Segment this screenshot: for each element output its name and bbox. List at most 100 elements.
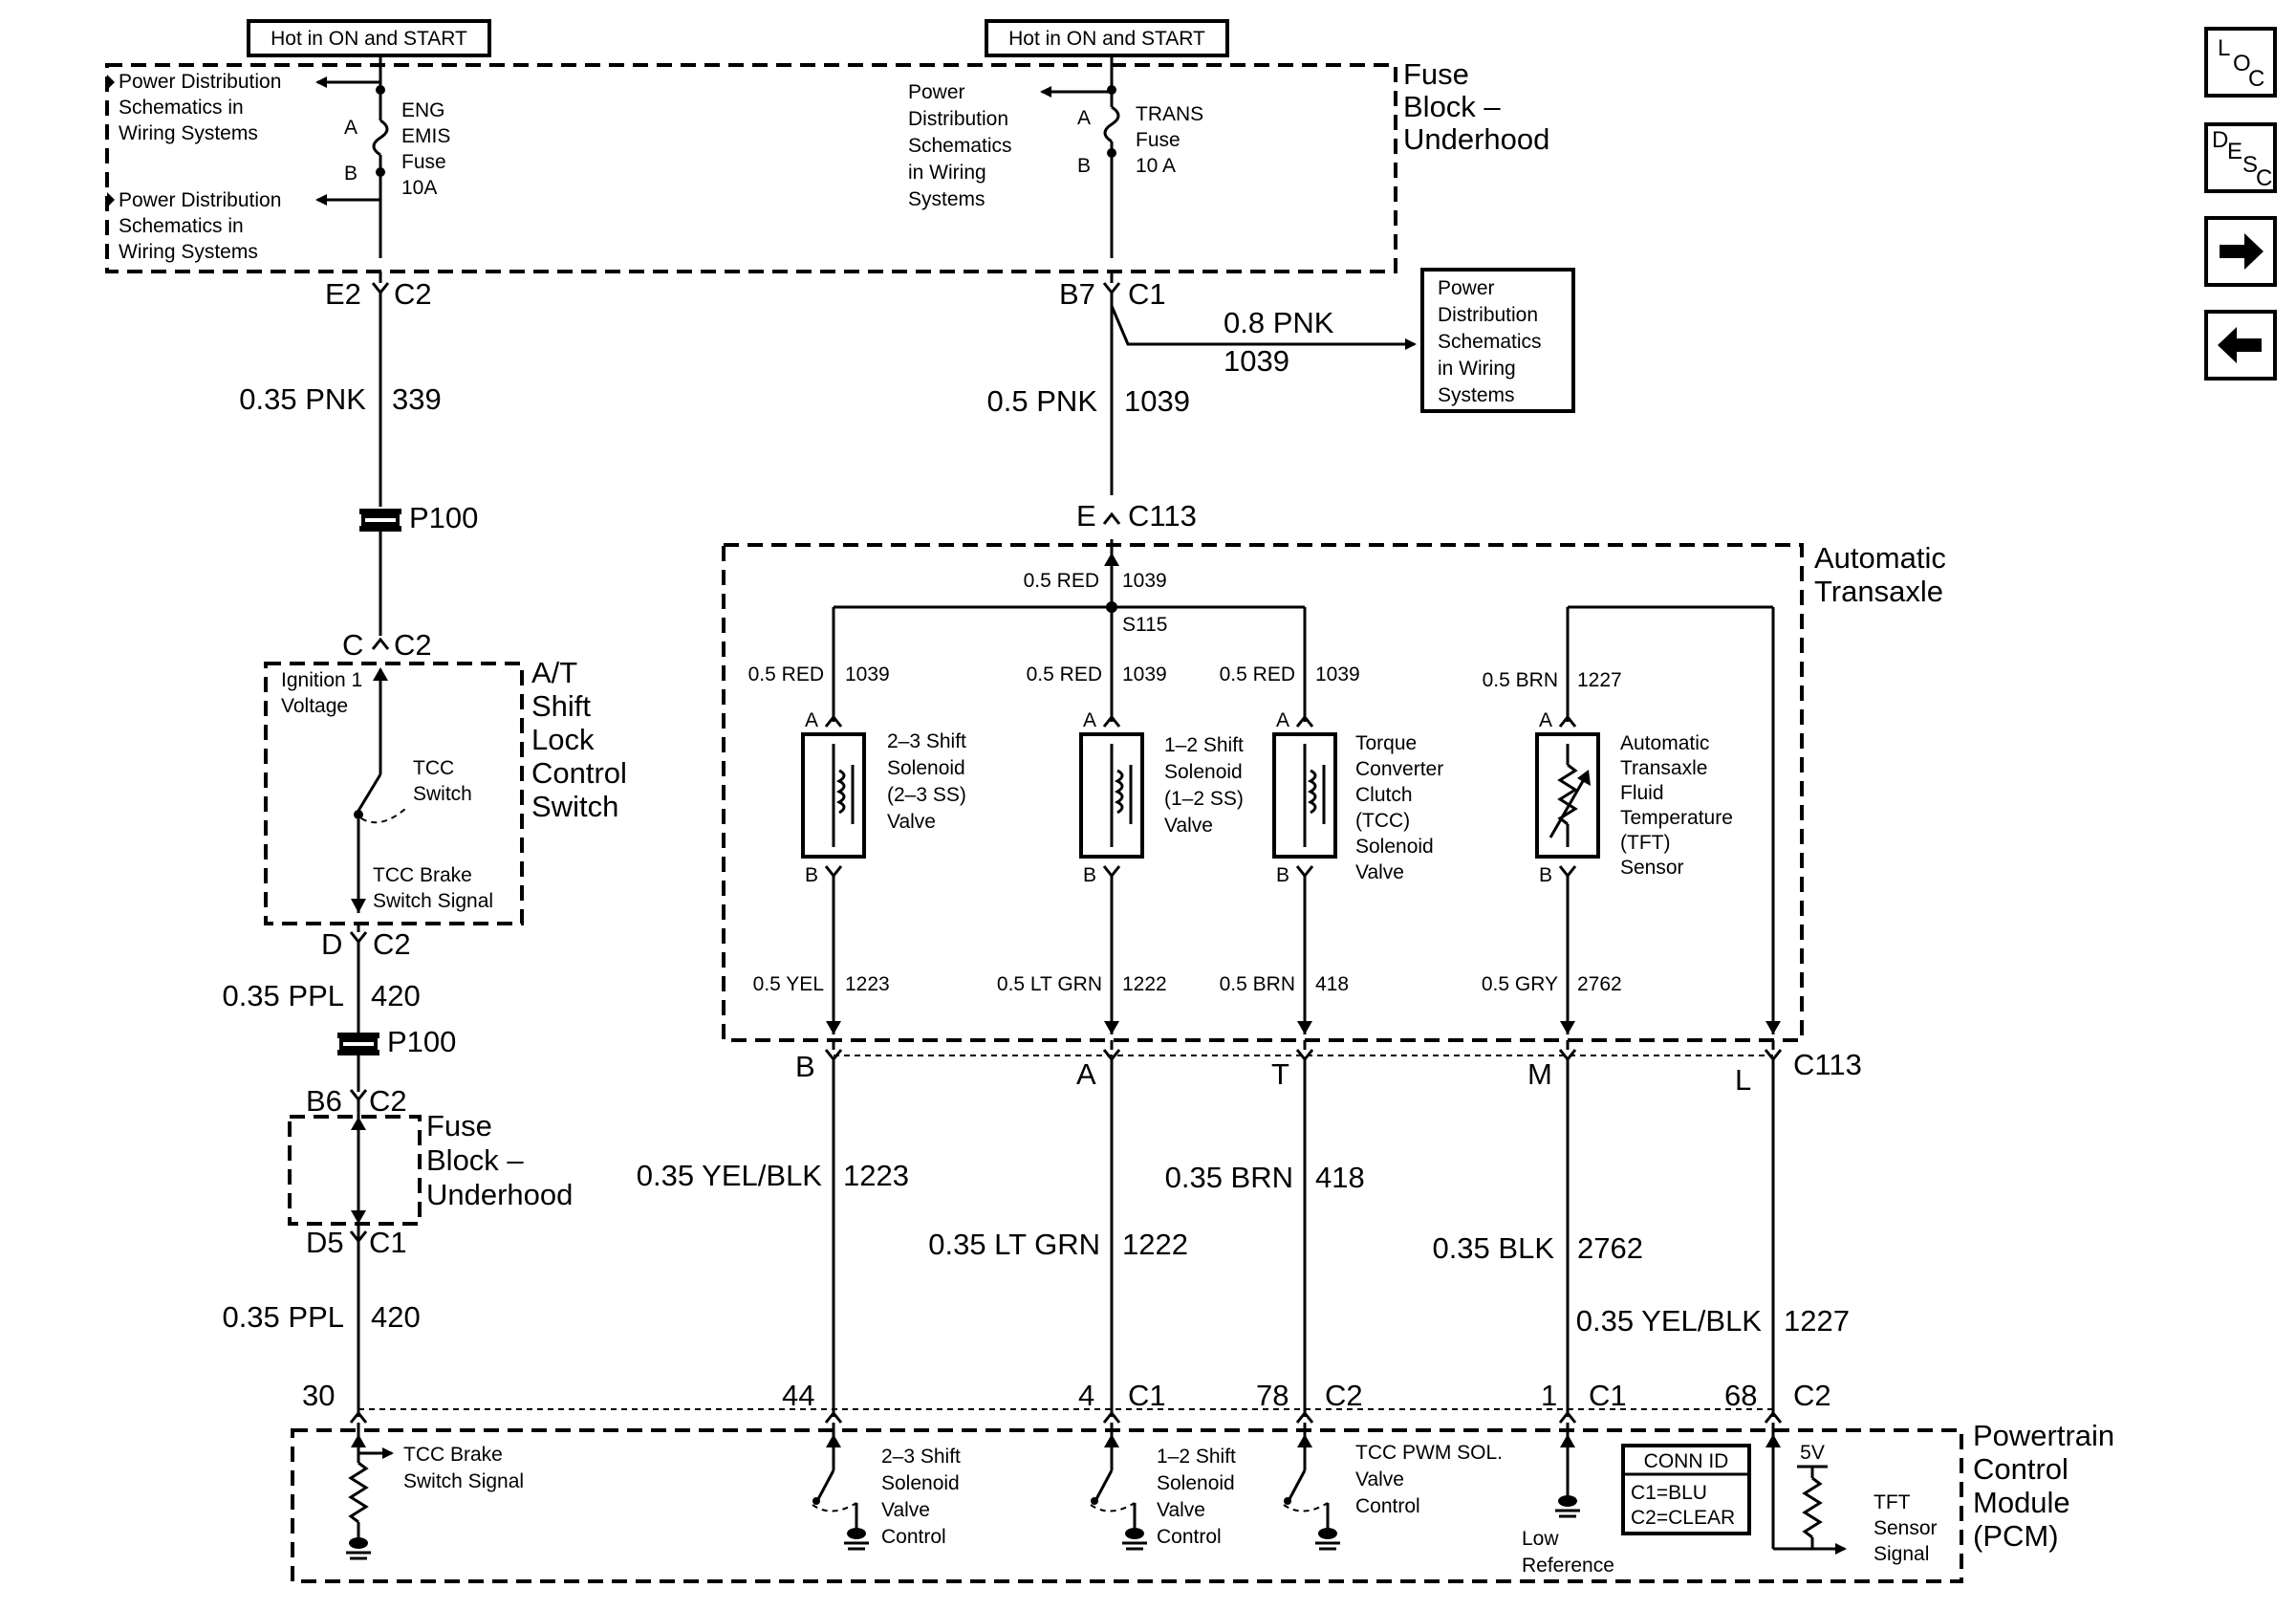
wire-1039-main-circuit: 1039 xyxy=(1124,384,1190,418)
wire-420-b-circuit: 420 xyxy=(371,1300,421,1334)
hot-label-left: Hot in ON and START xyxy=(247,19,491,57)
svg-text:C1: C1 xyxy=(369,1226,407,1259)
svg-text:O: O xyxy=(2233,51,2251,76)
svg-text:0.5 GRY: 0.5 GRY xyxy=(1482,973,1558,995)
wire-1039-branch-color: 0.8 PNK xyxy=(1224,306,1334,339)
svg-text:1223: 1223 xyxy=(845,973,890,995)
svg-text:68: 68 xyxy=(1724,1379,1757,1412)
svg-text:B: B xyxy=(1083,864,1096,886)
svg-text:CONN ID: CONN ID xyxy=(1644,1450,1729,1472)
hot-label-right: Hot in ON and START xyxy=(985,19,1229,57)
svg-text:C: C xyxy=(342,628,363,662)
svg-text:A: A xyxy=(1076,1057,1096,1091)
pcm-box xyxy=(291,1428,1963,1583)
svg-text:1: 1 xyxy=(1541,1379,1557,1412)
svg-text:B: B xyxy=(344,163,357,185)
svg-text:Hot in ON and START: Hot in ON and START xyxy=(271,28,467,50)
svg-text:C2=CLEAR: C2=CLEAR xyxy=(1631,1507,1735,1529)
svg-text:C2: C2 xyxy=(373,927,411,961)
svg-text:C1: C1 xyxy=(1128,277,1166,311)
svg-text:P100: P100 xyxy=(387,1025,456,1058)
splice-p100-1: P100 xyxy=(359,501,478,534)
svg-text:C2: C2 xyxy=(394,628,432,662)
svg-text:C2: C2 xyxy=(369,1084,407,1118)
svg-text:C113: C113 xyxy=(1128,499,1197,533)
at-shift-lock-box xyxy=(264,662,524,925)
svg-text:1223: 1223 xyxy=(843,1159,909,1192)
svg-text:0.35 YEL/BLK: 0.35 YEL/BLK xyxy=(637,1159,823,1192)
svg-text:0.5 YEL: 0.5 YEL xyxy=(753,973,824,995)
svg-text:1222: 1222 xyxy=(1122,1228,1188,1261)
svg-text:44: 44 xyxy=(782,1379,814,1412)
svg-text:C: C xyxy=(2256,165,2272,191)
svg-text:A: A xyxy=(1276,709,1289,731)
wire-420-b-color: 0.35 PPL xyxy=(222,1300,344,1334)
svg-text:P100: P100 xyxy=(409,501,478,534)
svg-text:0.35 YEL/BLK: 0.35 YEL/BLK xyxy=(1576,1304,1763,1338)
svg-text:C1: C1 xyxy=(1589,1379,1627,1412)
svg-text:C2: C2 xyxy=(1325,1379,1363,1412)
svg-text:D5: D5 xyxy=(306,1226,344,1259)
svg-text:0.35 LT GRN: 0.35 LT GRN xyxy=(928,1228,1100,1261)
svg-text:1039: 1039 xyxy=(845,664,890,685)
wire-1039-branch-circuit: 1039 xyxy=(1224,344,1289,378)
svg-text:B: B xyxy=(1276,864,1289,886)
next-page-button[interactable] xyxy=(2204,216,2277,287)
svg-text:C113: C113 xyxy=(1793,1048,1862,1081)
svg-text:E: E xyxy=(1076,499,1096,533)
svg-text:4: 4 xyxy=(1078,1379,1094,1412)
svg-text:D: D xyxy=(2212,127,2228,153)
wire-339-circuit: 339 xyxy=(392,382,442,416)
fuse-block-left-box xyxy=(288,1115,422,1226)
svg-text:A: A xyxy=(1539,709,1552,731)
svg-text:B: B xyxy=(805,864,818,886)
fuse-block-top-box xyxy=(105,63,1397,273)
previous-page-button[interactable] xyxy=(2204,310,2277,381)
wire-1039-main-color: 0.5 PNK xyxy=(987,384,1098,418)
svg-text:0.5 BRN: 0.5 BRN xyxy=(1483,669,1558,691)
svg-text:1039: 1039 xyxy=(1315,664,1360,685)
loc-button[interactable]: L O C xyxy=(2204,27,2277,98)
svg-text:B: B xyxy=(1539,864,1552,886)
desc-button[interactable]: D E S C xyxy=(2204,122,2277,193)
svg-text:A: A xyxy=(805,709,818,731)
svg-text:0.5 BRN: 0.5 BRN xyxy=(1220,973,1295,995)
svg-text:30: 30 xyxy=(302,1379,335,1412)
svg-text:0.5 RED: 0.5 RED xyxy=(1024,570,1099,592)
conn-id-box: CONN ID C1=BLU C2=CLEAR xyxy=(1621,1444,1751,1535)
svg-text:A: A xyxy=(1077,107,1091,129)
svg-text:L: L xyxy=(2218,35,2230,61)
svg-text:C: C xyxy=(2248,66,2264,92)
svg-text:418: 418 xyxy=(1315,973,1349,995)
arrow-left-icon xyxy=(2218,327,2262,363)
svg-text:1039: 1039 xyxy=(1122,664,1167,685)
svg-text:A: A xyxy=(1083,709,1096,731)
